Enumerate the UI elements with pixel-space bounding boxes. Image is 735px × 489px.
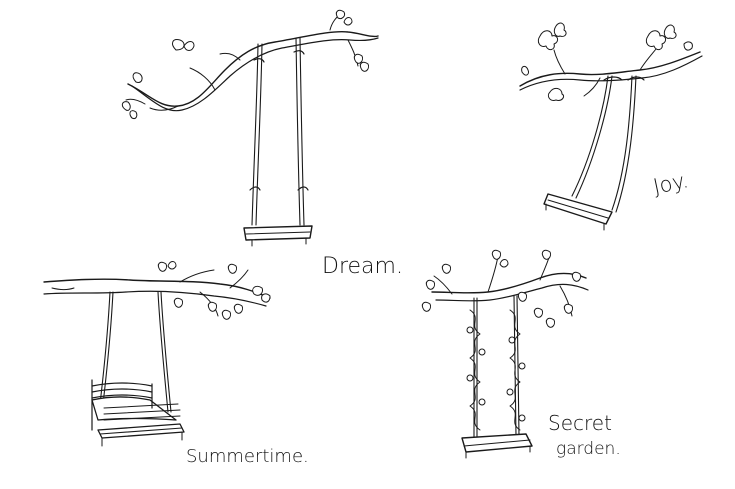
dream-rope-right bbox=[295, 37, 301, 226]
secret-garden-swing-drawing bbox=[421, 249, 589, 459]
dream-swing-drawing bbox=[121, 9, 379, 247]
caption-garden: garden. bbox=[556, 439, 621, 459]
dream-rope-left bbox=[251, 43, 259, 226]
summertime-bench-seat bbox=[91, 379, 185, 447]
summertime-swing-drawing bbox=[43, 261, 271, 447]
caption-secret: Secret bbox=[548, 411, 612, 435]
joy-swing-drawing bbox=[519, 22, 703, 231]
joy-branch bbox=[519, 51, 701, 87]
caption-dream: Dream. bbox=[322, 254, 403, 279]
dream-branch bbox=[127, 30, 379, 107]
caption-joy: Joy. bbox=[651, 168, 690, 199]
summertime-branch bbox=[43, 278, 271, 299]
secret-garden-branch bbox=[431, 272, 587, 294]
caption-summertime: Summertime. bbox=[186, 446, 309, 467]
